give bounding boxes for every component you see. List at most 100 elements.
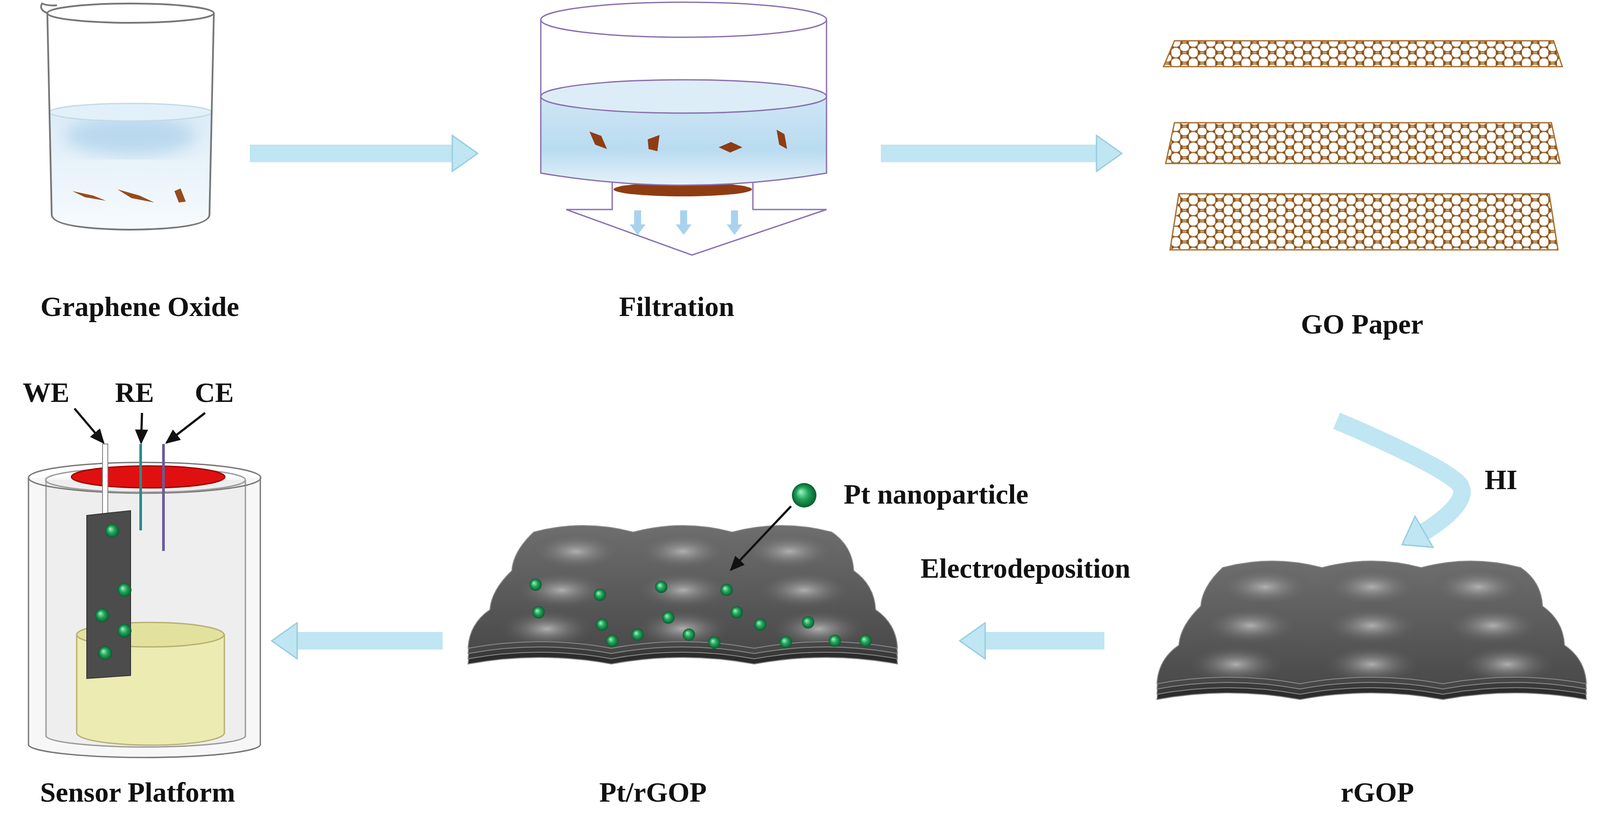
pt-nanoparticles bbox=[828, 634, 841, 647]
filtration-apparatus bbox=[540, 2, 827, 38]
sheet-surface bbox=[468, 525, 898, 649]
sheet-bump bbox=[634, 571, 731, 610]
beaker bbox=[117, 189, 155, 203]
electrode-pointers bbox=[74, 408, 104, 443]
step-caption: Graphene Oxide bbox=[40, 290, 239, 323]
step-caption: Filtration bbox=[618, 290, 735, 323]
filtration-apparatus bbox=[634, 210, 642, 226]
beaker bbox=[174, 188, 186, 203]
step-caption: Sensor Platform bbox=[40, 776, 236, 809]
sensor-cell bbox=[28, 443, 261, 758]
electrode-label: CE bbox=[195, 376, 235, 409]
beaker bbox=[49, 112, 212, 230]
sheet-bump bbox=[1202, 606, 1299, 646]
sensor-cell bbox=[71, 465, 225, 488]
rgo-paper-sheet bbox=[1156, 560, 1587, 700]
process-arrow bbox=[880, 144, 1097, 163]
filtration-apparatus bbox=[726, 224, 743, 235]
sheet-bump bbox=[513, 571, 610, 610]
pt-nanoparticles bbox=[529, 578, 872, 649]
sensor-cell bbox=[76, 634, 225, 746]
beaker bbox=[41, 3, 214, 230]
go-paper-sheets bbox=[1170, 193, 1558, 250]
electrode-pointers bbox=[74, 408, 206, 443]
pt-nanoparticles bbox=[779, 635, 792, 649]
sheet-bump bbox=[498, 609, 596, 649]
sensor-cell bbox=[102, 443, 108, 517]
sheet-bump bbox=[1429, 567, 1527, 607]
filtration-apparatus bbox=[730, 210, 738, 226]
step-panel: Sensor Platform bbox=[8, 385, 272, 811]
pt-nanoparticles bbox=[596, 618, 609, 631]
beaker bbox=[64, 116, 197, 156]
sensor-cell bbox=[117, 623, 132, 638]
sheet-layer bbox=[1156, 566, 1587, 689]
process-arrow bbox=[249, 144, 453, 163]
step-panel: Filtration bbox=[477, 0, 881, 334]
sensor-cell bbox=[95, 608, 110, 623]
pt-nanoparticles bbox=[532, 606, 545, 619]
filtration-apparatus bbox=[566, 175, 827, 256]
sheet-surface bbox=[1156, 560, 1587, 684]
beaker bbox=[49, 103, 212, 121]
filtration-apparatus bbox=[647, 134, 660, 152]
sheet-bump bbox=[1323, 606, 1420, 646]
sensor-cell bbox=[98, 645, 113, 660]
filtration-apparatus bbox=[540, 79, 827, 114]
sheet-bump bbox=[770, 609, 867, 649]
process-arrow bbox=[985, 631, 1105, 650]
filtration-apparatus bbox=[718, 141, 743, 153]
pt-callout bbox=[730, 482, 817, 570]
electrode-pointers bbox=[141, 412, 142, 443]
step-caption: rGOP bbox=[1340, 776, 1414, 809]
pt-nanoparticles bbox=[720, 583, 733, 597]
go-paper-sheets bbox=[1163, 40, 1563, 250]
sheet-bump bbox=[1323, 645, 1420, 684]
sensor-cell bbox=[105, 523, 120, 538]
step-panel: rGOP bbox=[1104, 552, 1596, 811]
pt-rgo-paper-sheet bbox=[468, 525, 898, 664]
connector-layer bbox=[249, 153, 1462, 641]
beaker bbox=[41, 3, 57, 14]
pt-nanoparticles bbox=[631, 628, 644, 641]
electrode-label: RE bbox=[115, 376, 155, 409]
pt-nanoparticles bbox=[801, 616, 815, 629]
filtration-apparatus bbox=[540, 2, 827, 256]
sensor-cell bbox=[28, 477, 261, 758]
pt-nanoparticles bbox=[730, 606, 743, 619]
pt-nanoparticles bbox=[662, 611, 675, 624]
pt-nanoparticles bbox=[655, 580, 668, 593]
pt-nanoparticles bbox=[708, 636, 721, 649]
sheet-bump bbox=[1216, 567, 1314, 607]
pt-nanoparticles bbox=[754, 618, 767, 631]
sheet-waves bbox=[1187, 567, 1556, 684]
electrode-pointers bbox=[166, 412, 206, 443]
beaker bbox=[72, 191, 107, 201]
step-label: HI bbox=[1482, 463, 1521, 497]
beaker bbox=[47, 3, 214, 23]
step-panel: Pt/rGOP bbox=[442, 385, 960, 811]
go-paper-sheets bbox=[1163, 40, 1563, 67]
filtration-apparatus bbox=[589, 131, 607, 150]
filtration-apparatus bbox=[680, 210, 688, 226]
sheet-bump bbox=[1323, 567, 1420, 607]
step-panel: GO Paper bbox=[1121, 0, 1596, 421]
beaker bbox=[47, 13, 214, 230]
sheet-waves bbox=[498, 532, 867, 649]
sensor-cell bbox=[28, 462, 261, 494]
sensor-cell bbox=[117, 582, 132, 597]
sensor-cell bbox=[139, 443, 142, 531]
filtration-apparatus bbox=[776, 129, 788, 150]
sheet-bump bbox=[1459, 645, 1556, 684]
pt-nanoparticles bbox=[859, 634, 872, 647]
pt-callout bbox=[791, 482, 817, 508]
filtration-apparatus bbox=[675, 224, 692, 235]
process-arrow bbox=[297, 631, 443, 650]
sheet-bump bbox=[755, 571, 853, 610]
pt-nanoparticles bbox=[529, 578, 542, 591]
step-panel: Graphene Oxide bbox=[26, 0, 250, 334]
go-paper-sheets bbox=[1165, 122, 1561, 164]
sheet-bump bbox=[528, 532, 625, 571]
